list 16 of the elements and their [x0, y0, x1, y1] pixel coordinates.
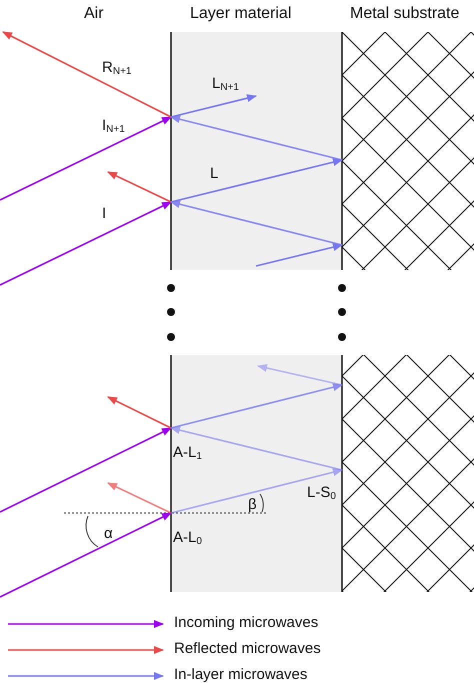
column-heading: Metal substrate — [350, 6, 460, 22]
ray-label: R$_{N+1}$ — [102, 60, 132, 77]
point-label: A-L$_{1}$ — [173, 445, 202, 462]
ray-label: L — [210, 166, 218, 181]
point-label: L-S$_{0}$ — [307, 485, 336, 502]
legend-label: Incoming microwaves — [174, 615, 318, 630]
ray-label: I$_{N+1}$ — [102, 118, 125, 135]
column-heading: Layer material — [190, 6, 292, 22]
angle-label: α — [104, 526, 113, 541]
point-label: A-L$_{0}$ — [173, 530, 202, 547]
angle-label: β — [248, 497, 257, 512]
column-heading: Air — [84, 6, 104, 22]
legend-label: Reflected microwaves — [174, 641, 321, 656]
ray-label: I — [102, 206, 106, 221]
ray-label: L$_{N+1}$ — [212, 76, 239, 93]
legend-label: In-layer microwaves — [174, 667, 308, 682]
